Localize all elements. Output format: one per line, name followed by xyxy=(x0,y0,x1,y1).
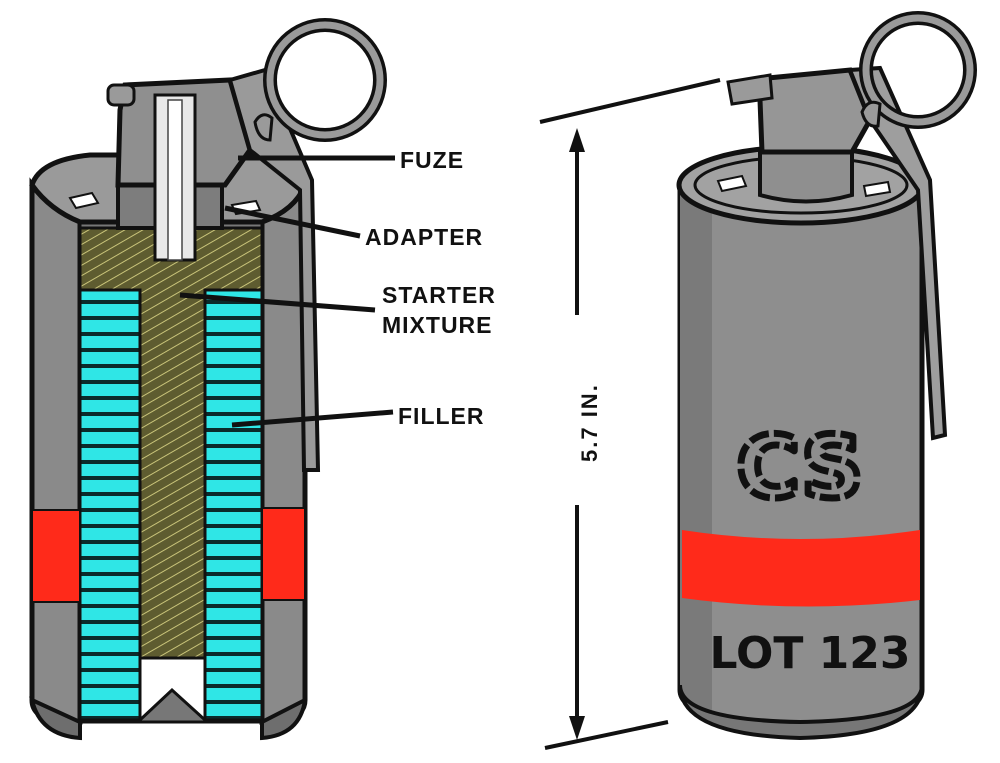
cutaway-red-band-left xyxy=(31,509,81,603)
filler-leader-line xyxy=(231,409,394,428)
filler-left-column xyxy=(78,288,142,722)
starter-label-line1: STARTER xyxy=(382,282,496,308)
cutaway-lid-slot-left xyxy=(68,191,100,210)
adapter-leader-line xyxy=(224,205,361,239)
exterior-fuze-lever xyxy=(847,65,948,441)
pull-ring-link xyxy=(253,113,274,142)
exterior-body-shade xyxy=(680,195,712,718)
exterior-lid-slot-left xyxy=(716,174,748,193)
filler-label: FILLER xyxy=(398,403,485,429)
starter-mixture-leader-line xyxy=(179,292,376,313)
exterior-fuze-base xyxy=(758,148,854,204)
cutaway-body-left-wall xyxy=(29,177,83,725)
exterior-red-band xyxy=(682,530,920,607)
cutaway-bottom-rim xyxy=(29,696,308,741)
dimension-arrow-bottom xyxy=(569,716,585,740)
fuze-striker-core xyxy=(167,99,183,261)
dimension-label: 5.7 IN. xyxy=(577,383,602,462)
dimension-bottom-extension xyxy=(544,720,669,750)
cutaway-red-band-right xyxy=(261,507,306,601)
fuze-label: FUZE xyxy=(400,147,464,173)
exterior-grenade: CS LOT 123 xyxy=(676,11,977,741)
starter-label-line2: MIXTURE xyxy=(382,312,493,338)
exterior-fuze-pin-bar xyxy=(726,73,774,106)
lot-marking: LOT 123 xyxy=(709,628,910,679)
exterior-lid-slot-right xyxy=(862,180,892,198)
dimension-top-extension xyxy=(539,78,721,124)
part-labels: FUZE ADAPTER STARTER MIXTURE FILLER xyxy=(179,147,496,429)
cutaway-bottom-notch xyxy=(138,656,207,724)
cutaway-grenade xyxy=(29,18,387,741)
safety-pin-bar xyxy=(106,83,136,107)
dimension-indicator: 5.7 IN. xyxy=(539,78,721,750)
exterior-bottom-rim xyxy=(678,684,924,741)
dimension-arrow-top xyxy=(569,128,585,152)
agent-marking: CS xyxy=(737,418,864,518)
filler-right-column xyxy=(203,288,264,722)
adapter-label: ADAPTER xyxy=(365,224,483,250)
exterior-pull-ring-link xyxy=(860,100,882,128)
cutaway-body-right-wall xyxy=(259,183,308,725)
